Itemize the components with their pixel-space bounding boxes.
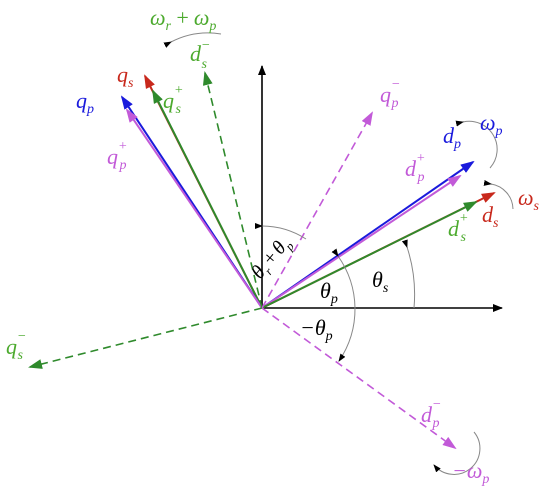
omega-p-arc (455, 120, 498, 169)
ds-negative-label: d−s (190, 38, 210, 72)
theta-p-label: θp (320, 278, 338, 307)
qp-negative-vector (261, 111, 373, 309)
theta-p-arc (331, 248, 356, 309)
theta-s-label: θs (372, 267, 389, 296)
qs-positive-label: q+s (163, 83, 183, 117)
dp-negative-label: d−p (421, 397, 441, 431)
qs-label: qs (117, 62, 134, 91)
dp-positive-label: d+p (405, 151, 425, 185)
qs-positive-vector (152, 89, 263, 309)
ds-label: ds (482, 202, 499, 231)
omega-s-arc (483, 179, 514, 210)
dp-label: dp (443, 123, 461, 152)
ds-positive-vector (261, 201, 478, 309)
dp-negative-vector (261, 307, 457, 450)
qp-positive-vector (125, 108, 263, 309)
theta-r-plus-p-arc (254, 222, 307, 240)
omega-r-plus-p-arc (163, 32, 222, 48)
qs-negative-vector (28, 307, 263, 369)
theta-s-arc (401, 239, 416, 309)
omega-s-label: ωs (518, 185, 540, 214)
qp-negative-label: q−p (380, 77, 400, 111)
neg-theta-p-arc (338, 307, 356, 362)
ds-negative-vector (202, 71, 263, 309)
qp-positive-label: q+p (107, 139, 127, 173)
neg-omega-p-arc (433, 431, 481, 475)
ds-positive-label: d+s (448, 211, 468, 245)
theta-r-plus-p-label: θr+θp (247, 232, 297, 285)
qs-negative-label: q−s (6, 329, 26, 363)
omega-r-plus-p-label: ωr+ωp (150, 5, 216, 34)
neg-theta-p-label: −θp (300, 315, 333, 344)
dp-positive-vector (261, 174, 462, 309)
neg-omega-p-label: −ωp (452, 458, 489, 487)
omega-p-label: ωp (480, 110, 503, 139)
qp-label: qp (76, 88, 94, 117)
